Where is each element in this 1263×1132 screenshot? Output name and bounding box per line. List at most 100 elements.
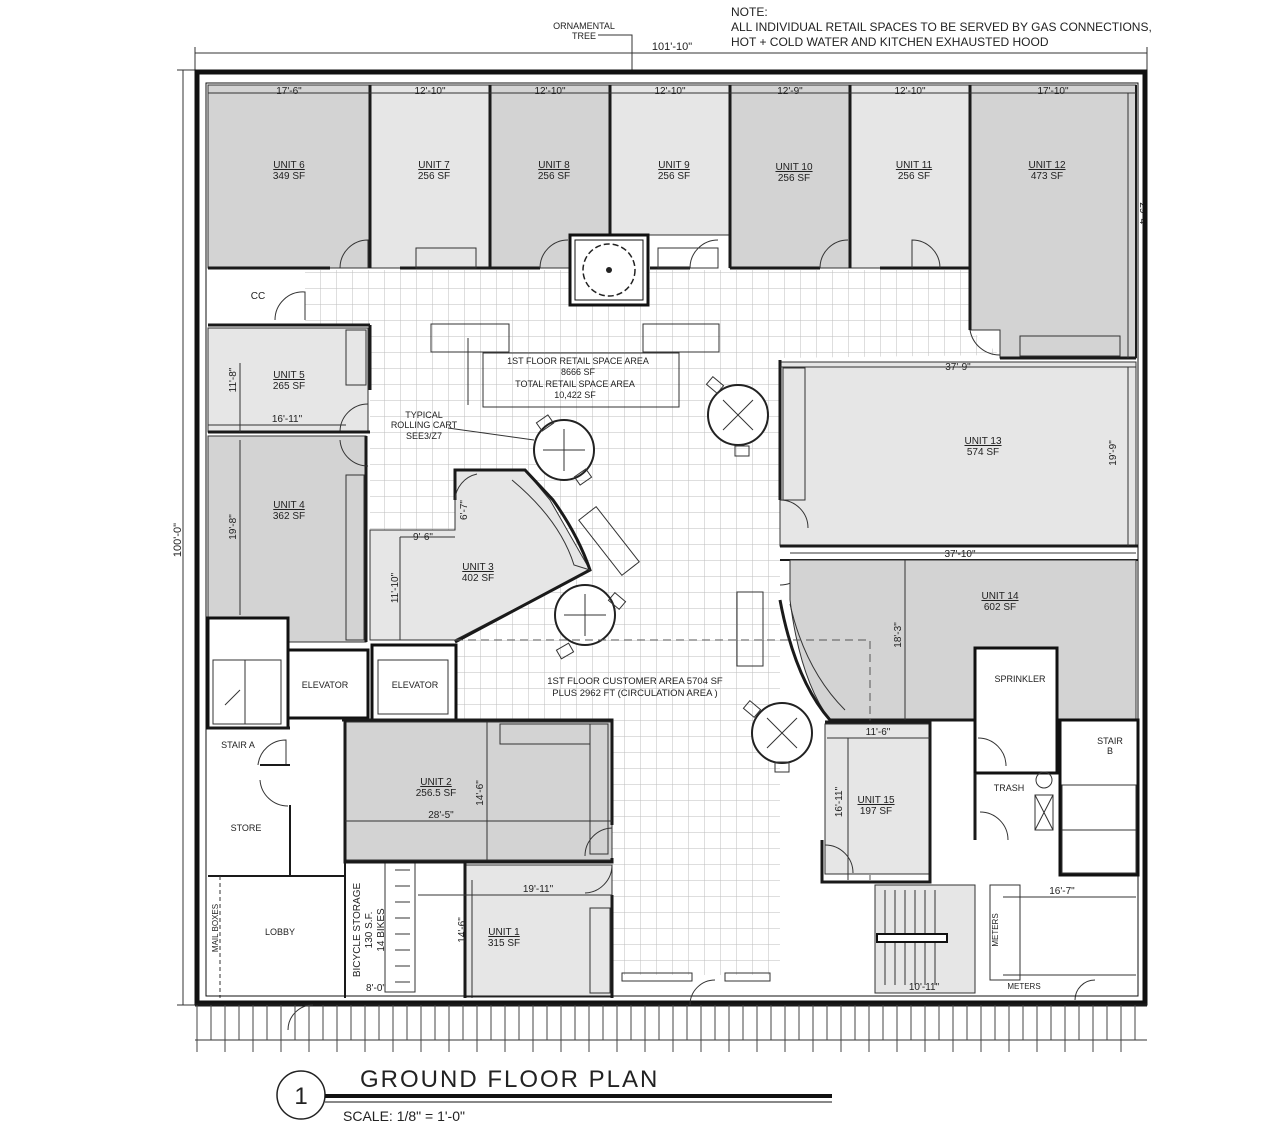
unit-5-name: UNIT 5: [273, 370, 305, 381]
unit-8-name: UNIT 8: [538, 160, 570, 171]
elevator-2-label: ELEVATOR: [392, 680, 439, 690]
dim-unit-12: 17'-10": [1037, 86, 1068, 97]
cart-line-1: TYPICAL: [405, 410, 443, 420]
retail-area-line-3: TOTAL RETAIL SPACE AREA: [515, 379, 635, 389]
unit-3-room: [369, 469, 591, 641]
dim-unit-2-depth: 14'-6": [475, 780, 486, 806]
dim-unit-7: 12'-10": [414, 86, 445, 97]
unit-10-name: UNIT 10: [775, 162, 812, 173]
tree-label-2: TREE: [572, 31, 596, 41]
sidewalk-fence: [195, 1005, 1147, 1052]
dim-bike-width: 8'-0": [366, 983, 386, 994]
retail-area-note: 1ST FLOOR RETAIL SPACE AREA 8666 SF TOTA…: [430, 323, 720, 408]
dim-unit-2-width: 28'-5": [428, 810, 454, 821]
unit-13-room: [779, 361, 1137, 547]
store-label: STORE: [231, 823, 262, 833]
unit-1-room: [464, 864, 613, 998]
overall-width-dimension: 101'-10": [194, 41, 1148, 70]
circulation-area-grid: [305, 270, 1000, 975]
unit-2-name: UNIT 2: [420, 777, 452, 788]
elevator-1-label: ELEVATOR: [302, 680, 349, 690]
unit-2-area: 256.5 SF: [416, 788, 457, 799]
retail-area-line-4: 10,422 SF: [554, 390, 596, 400]
stair-b-label-1: STAIR: [1097, 736, 1123, 746]
north-units-labels: 17'-6" 12'-10" 12'-10" 12'-10" 12'-9" 12…: [273, 86, 1148, 228]
dim-unit-3-depth: 11'-10": [390, 572, 401, 603]
dim-unit-1-width: 19'-11": [523, 884, 554, 895]
unit-9-room: [609, 84, 731, 236]
unit-13-name: UNIT 13: [964, 436, 1001, 447]
customer-area-line-1: 1ST FLOOR CUSTOMER AREA 5704 SF: [547, 676, 723, 687]
dim-unit-8: 12'-10": [534, 86, 565, 97]
dim-unit-9: 12'-10": [654, 86, 685, 97]
unit-14-area: 602 SF: [984, 602, 1016, 613]
meters-label: METERS: [1007, 982, 1040, 991]
stair-b-label-2: B: [1107, 746, 1113, 756]
note-line-2: HOT + COLD WATER AND KITCHEN EXHAUSTED H…: [731, 35, 1049, 49]
unit-5-area: 265 SF: [273, 381, 305, 392]
bicycle-storage: BICYCLE STORAGE 130 S.F. 14 BIKES 8'-0": [352, 861, 416, 994]
dim-unit-3-width: 9'-6": [413, 532, 433, 543]
dim-unit-5-depth: 11'-8": [228, 367, 239, 392]
unit-12-area: 473 SF: [1031, 171, 1063, 182]
unit-3-name: UNIT 3: [462, 562, 494, 573]
unit-1-name: UNIT 1: [488, 927, 520, 938]
bike-line-1: BICYCLE STORAGE: [352, 883, 363, 978]
unit-9-area: 256 SF: [658, 171, 690, 182]
cafe-tables: [533, 375, 813, 773]
overall-depth-label: 100'-0": [172, 523, 184, 557]
dim-unit-5-width: 16'-11": [272, 414, 303, 425]
cafe-table: [554, 584, 627, 660]
west-units: CC UNIT 5 265 SF 11'-8" 16'-11" UNIT 4 3…: [207, 291, 372, 643]
unit-13-area: 574 SF: [967, 447, 999, 458]
rolling-cart: [578, 505, 640, 577]
ornamental-tree-planter: [568, 233, 650, 307]
overall-depth-dimension: 100'-0": [172, 69, 195, 1006]
overall-width-label: 101'-10": [652, 41, 692, 53]
unit-4-name: UNIT 4: [273, 500, 305, 511]
dim-unit-14-width: 37'-10": [944, 549, 975, 560]
cart-line-3: SEE3/Z7: [406, 431, 442, 441]
unit-4-area: 362 SF: [273, 511, 305, 522]
bike-line-3: 14 BIKES: [376, 908, 387, 952]
unit-7-area: 256 SF: [418, 171, 450, 182]
unit-11-name: UNIT 11: [896, 160, 933, 171]
unit-11-area: 256 SF: [898, 171, 930, 182]
unit-12-name: UNIT 12: [1028, 160, 1065, 171]
dim-unit-14-depth: 18'-3": [893, 622, 904, 648]
sprinkler-label: SPRINKLER: [994, 674, 1046, 684]
dim-unit-1-depth: 14'-6": [457, 917, 468, 943]
lobby-label: LOBBY: [265, 927, 295, 937]
unit-3: 9'-6" 11'-10" 6'-7" UNIT 3 402 SF: [369, 468, 592, 644]
unit-5-room: [207, 327, 369, 433]
unit-15-area: 197 SF: [860, 806, 892, 817]
unit-7-room: [369, 84, 491, 269]
customer-area-line-2: PLUS 2962 FT (CIRCULATION AREA ): [552, 688, 717, 699]
bike-line-2: 130 S.F.: [364, 912, 375, 949]
unit-15-name: UNIT 15: [857, 795, 894, 806]
cart-line-2: ROLLING CART: [391, 420, 458, 430]
dim-unit-4-depth: 19'-8": [228, 514, 239, 540]
dim-unit-13-depth: 19'-9": [1108, 440, 1119, 466]
dim-stair-small: 10'-11": [909, 982, 940, 993]
dim-stair-b-width: 16'-7": [1049, 886, 1075, 897]
dim-unit-11: 12'-10": [894, 86, 925, 97]
mail-boxes-label: MAIL BOXES: [211, 904, 220, 952]
drawing-number: 1: [294, 1083, 307, 1110]
note-line-1: ALL INDIVIDUAL RETAIL SPACES TO BE SERVE…: [731, 20, 1152, 34]
east-units: 37'-9" 19'-9" UNIT 13 574 SF 37'-10" 18'…: [778, 360, 1138, 722]
unit-6-room: [207, 84, 371, 269]
cc-label: CC: [251, 291, 265, 302]
rolling-cart-note: TYPICAL ROLLING CART SEE3/Z7: [391, 410, 535, 441]
unit-6-name: UNIT 6: [273, 160, 305, 171]
southeast-core: 11'-6" 16'-11" UNIT 15 197 SF 10'-11" SP…: [820, 646, 1140, 1001]
unit-15-room: [824, 723, 931, 875]
tree-label-1: ORNAMENTAL: [553, 21, 615, 31]
exterior-wall: [194, 69, 1148, 1031]
unit-10-room: [729, 84, 851, 269]
unit-3-area: 402 SF: [462, 573, 494, 584]
cafe-table: [533, 414, 595, 486]
unit-14-name: UNIT 14: [981, 591, 1018, 602]
drawing-title: GROUND FLOOR PLAN: [360, 1066, 659, 1093]
dim-unit-6: 17'-6": [276, 86, 302, 97]
